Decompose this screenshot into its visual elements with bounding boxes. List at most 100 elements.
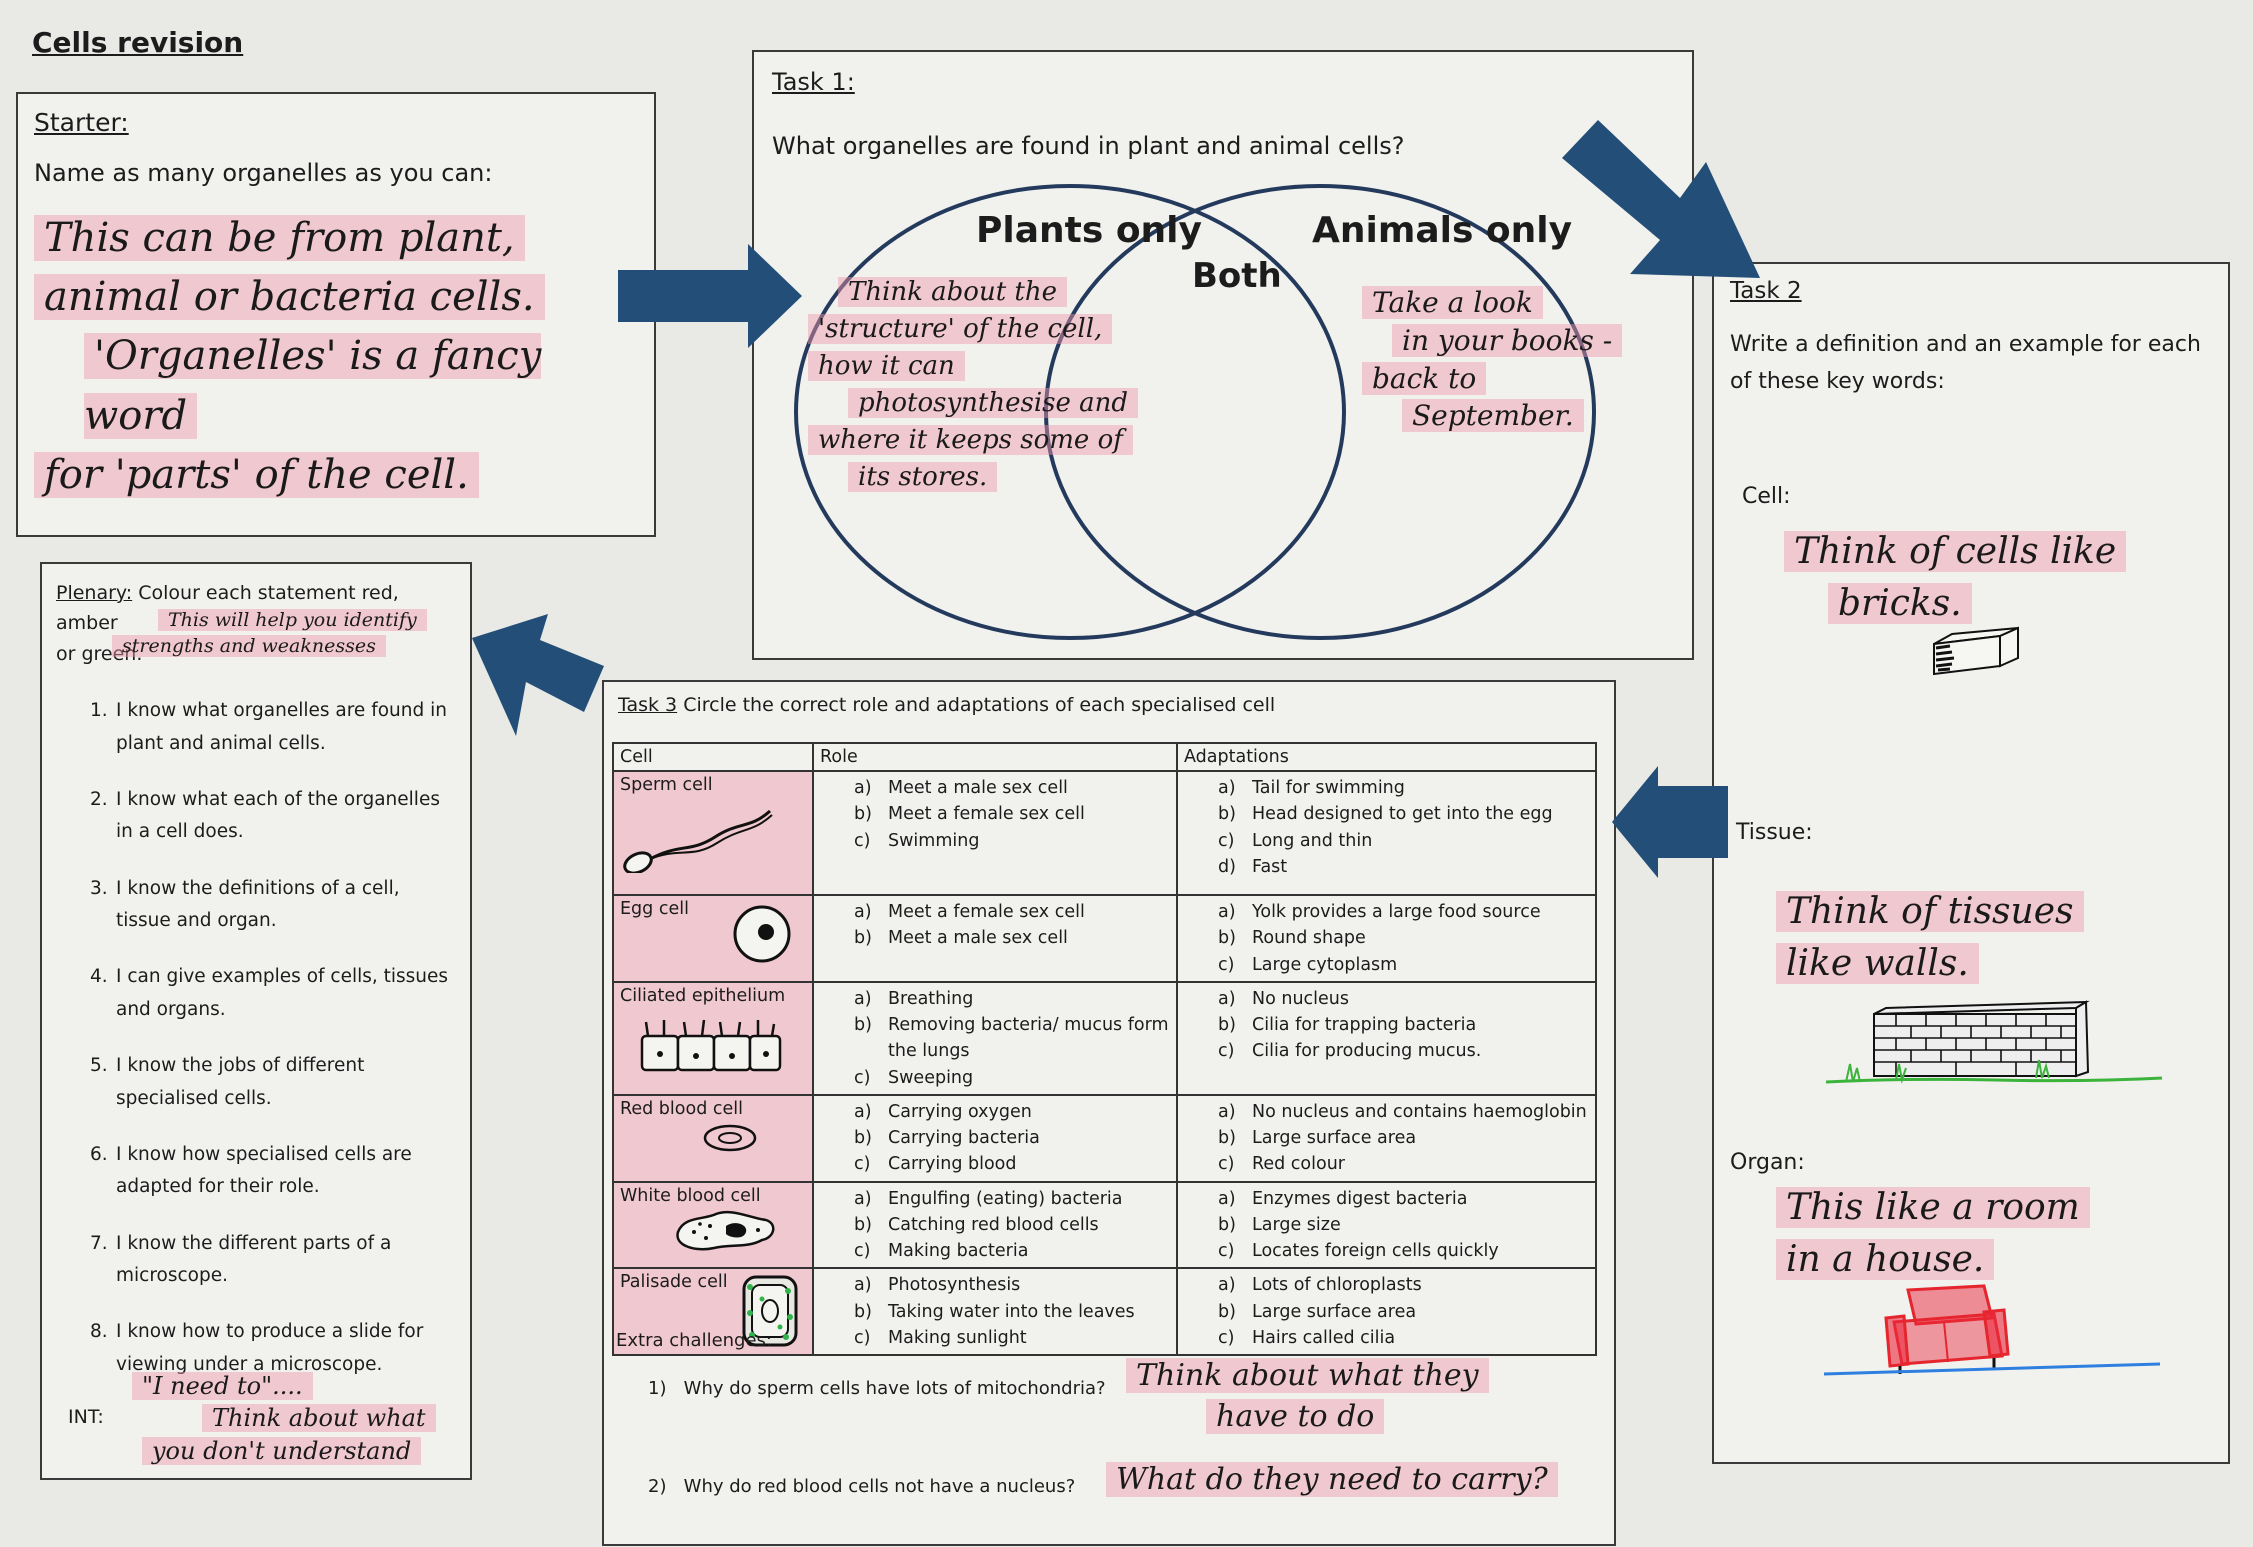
role-option[interactable]: a)Breathing [854,988,974,1009]
venn-diagram [794,184,1596,640]
adaptation-option[interactable]: a)No nucleus and contains haemoglobin [1218,1101,1587,1122]
cell-name: Palisade cell [620,1272,728,1293]
arrow-down-right-icon [1562,120,1760,278]
table-row: Red blood cell a)Carrying oxygen b)Carry… [612,1093,1597,1183]
role-option[interactable]: c)Sweeping [854,1067,974,1088]
adaptation-option[interactable]: b)Cilia for trapping bacteria [1218,1015,1477,1035]
starter-box: Starter: Name as many organelles as you … [16,92,656,537]
role-option[interactable]: b)Removing bacteria/ mucus form the lung… [854,1015,1169,1062]
cell-name: Sperm cell [620,775,713,795]
adaptation-cell: a)No nucleus and contains haemoglobin b)… [1176,1093,1597,1183]
plenary-hint-line: strengths and weaknesses [112,634,386,657]
adaptation-option[interactable]: b)Large surface area [1218,1301,1417,1322]
cell-name: White blood cell [620,1185,761,1206]
egg-cell-icon [733,905,791,963]
adaptation-option[interactable]: c)Red colour [1218,1154,1345,1175]
plenary-statements: 1.I know what organelles are found in pl… [56,695,456,1381]
adaptation-option[interactable]: a)Tail for swimming [1218,778,1405,798]
task1-box: Task 1: What organelles are found in pla… [752,50,1694,660]
role-option[interactable]: b)Meet a female sex cell [854,804,1085,825]
plenary-heading: Plenary: [56,582,133,604]
role-option[interactable]: b)Meet a male sex cell [854,928,1068,949]
adaptation-option[interactable]: c)Hairs called cilia [1218,1327,1396,1348]
task2-instruction: Write a definition and an example for ea… [1730,326,2212,401]
cell-name: Red blood cell [620,1098,743,1119]
role-option[interactable]: a)Photosynthesis [854,1275,1021,1296]
venn-hint-line: in your books - [1392,323,1623,357]
venn-hint-line: Think about the [838,277,1068,307]
adaptation-option[interactable]: b)Head designed to get into the egg [1218,804,1553,825]
starter-heading: Starter: [34,108,129,137]
role-option[interactable]: c)Making sunlight [854,1327,1027,1348]
role-option[interactable]: a)Carrying oxygen [854,1101,1032,1122]
adaptation-option[interactable]: a)Enzymes digest bacteria [1218,1188,1468,1209]
plenary-statement[interactable]: 3.I know the definitions of a cell, tiss… [90,877,400,932]
role-option[interactable]: c)Making bacteria [854,1241,1029,1261]
venn-left-circle [794,184,1346,640]
adaptation-cell: a)Enzymes digest bacteria b)Large size c… [1176,1180,1597,1270]
sofa-icon [1824,1284,2161,1376]
venn-hint-line: September. [1402,399,1584,433]
adaptation-option[interactable]: b)Large size [1218,1214,1341,1235]
arrow-left-icon [1612,766,1728,878]
organ-label: Organ: [1730,1150,1805,1175]
plenary-statement[interactable]: 4.I can give examples of cells, tissues … [90,966,449,1020]
adaptation-option[interactable]: b)Round shape [1218,928,1366,949]
plenary-statement[interactable]: 2.I know what each of the organelles in … [90,788,440,843]
adaptation-option[interactable]: c)Large cytoplasm [1218,954,1398,975]
plenary-statement[interactable]: 1.I know what organelles are found in pl… [90,700,447,754]
cell-name-cell: Sperm cell [612,770,814,896]
cell-hint-line: Think of cells like [1784,531,2127,572]
adaptation-cell: a)Yolk provides a large food source b)Ro… [1176,894,1597,983]
role-option[interactable]: a)Meet a male sex cell [854,778,1068,798]
cell-name: Egg cell [620,899,689,919]
tissue-label: Tissue: [1736,820,1813,845]
extra-hint-line: have to do [1206,1398,1385,1434]
role-option[interactable]: c)Carrying blood [854,1154,1017,1175]
brick-icon [1933,626,2019,676]
task1-heading: Task 1: [772,68,855,96]
venn-hint-line: photosynthesise and [848,387,1139,418]
role-option[interactable]: b)Taking water into the leaves [854,1301,1135,1322]
plenary-statement[interactable]: 5.I know the jobs of different specialis… [90,1055,365,1109]
cell-name-cell: Palisade cell [612,1267,814,1356]
arrow-right-icon [618,244,802,348]
plenary-statement[interactable]: 8.I know how to produce a slide for view… [90,1321,424,1375]
task3-heading-text: Circle the correct role and adaptations … [683,694,1276,716]
adaptation-cell: a)Tail for swimming b)Head designed to g… [1176,770,1597,896]
adaptation-option[interactable]: d)Fast [1218,856,1288,877]
plenary-statement[interactable]: 7.I know the different parts of a micros… [90,1232,392,1287]
column-header: Role [812,742,1178,772]
adaptation-option[interactable]: c)Long and thin [1218,830,1373,851]
role-option[interactable]: b)Carrying bacteria [854,1128,1040,1148]
adaptation-option[interactable]: b)Large surface area [1218,1128,1417,1148]
plenary-statement[interactable]: 6.I know how specialised cells are adapt… [90,1143,412,1198]
table-row: White blood cell a)Engulfing (eating) ba… [612,1180,1597,1270]
plenary-instruction: Colour each statement red, amber [56,582,399,635]
cell-name-cell: Ciliated epithelium [612,980,814,1096]
role-option[interactable]: a)Engulfing (eating) bacteria [854,1188,1123,1209]
adaptation-option[interactable]: a)Lots of chloroplasts [1218,1275,1422,1296]
adaptation-option[interactable]: c)Cilia for producing mucus. [1218,1041,1482,1062]
venn-hint-line: where it keeps some of [808,424,1133,455]
adaptation-option[interactable]: a)No nucleus [1218,988,1350,1009]
plenary-box: Plenary: Colour each statement red, ambe… [40,562,472,1480]
task2-heading: Task 2 [1730,278,1802,304]
adaptation-option[interactable]: a)Yolk provides a large food source [1218,902,1541,922]
sperm-cell-icon [623,809,773,873]
venn-right-label: Animals only [1312,210,1573,251]
role-option[interactable]: b)Catching red blood cells [854,1214,1099,1235]
cell-name-cell: White blood cell [612,1180,814,1270]
int-hint-line: Think about what [202,1404,436,1433]
table-row: Ciliated epithelium a)Bre [612,980,1597,1096]
role-option[interactable]: c)Swimming [854,830,980,851]
role-option[interactable]: a)Meet a female sex cell [854,902,1085,922]
venn-hint-line: 'structure' of the cell, [808,313,1113,344]
cell-label: Cell: [1742,484,1791,509]
adaptation-option[interactable]: c)Locates foreign cells quickly [1218,1241,1499,1261]
task3-box: Task 3 Circle the correct role and adapt… [602,680,1616,1546]
venn-right-hint: Take a look in your books - back to Sept… [1362,284,1623,435]
starter-hint-line: for 'parts' of the cell. [34,451,479,498]
starter-hint: This can be from plant, animal or bacter… [34,209,638,505]
starter-prompt: Name as many organelles as you can: [34,159,493,187]
